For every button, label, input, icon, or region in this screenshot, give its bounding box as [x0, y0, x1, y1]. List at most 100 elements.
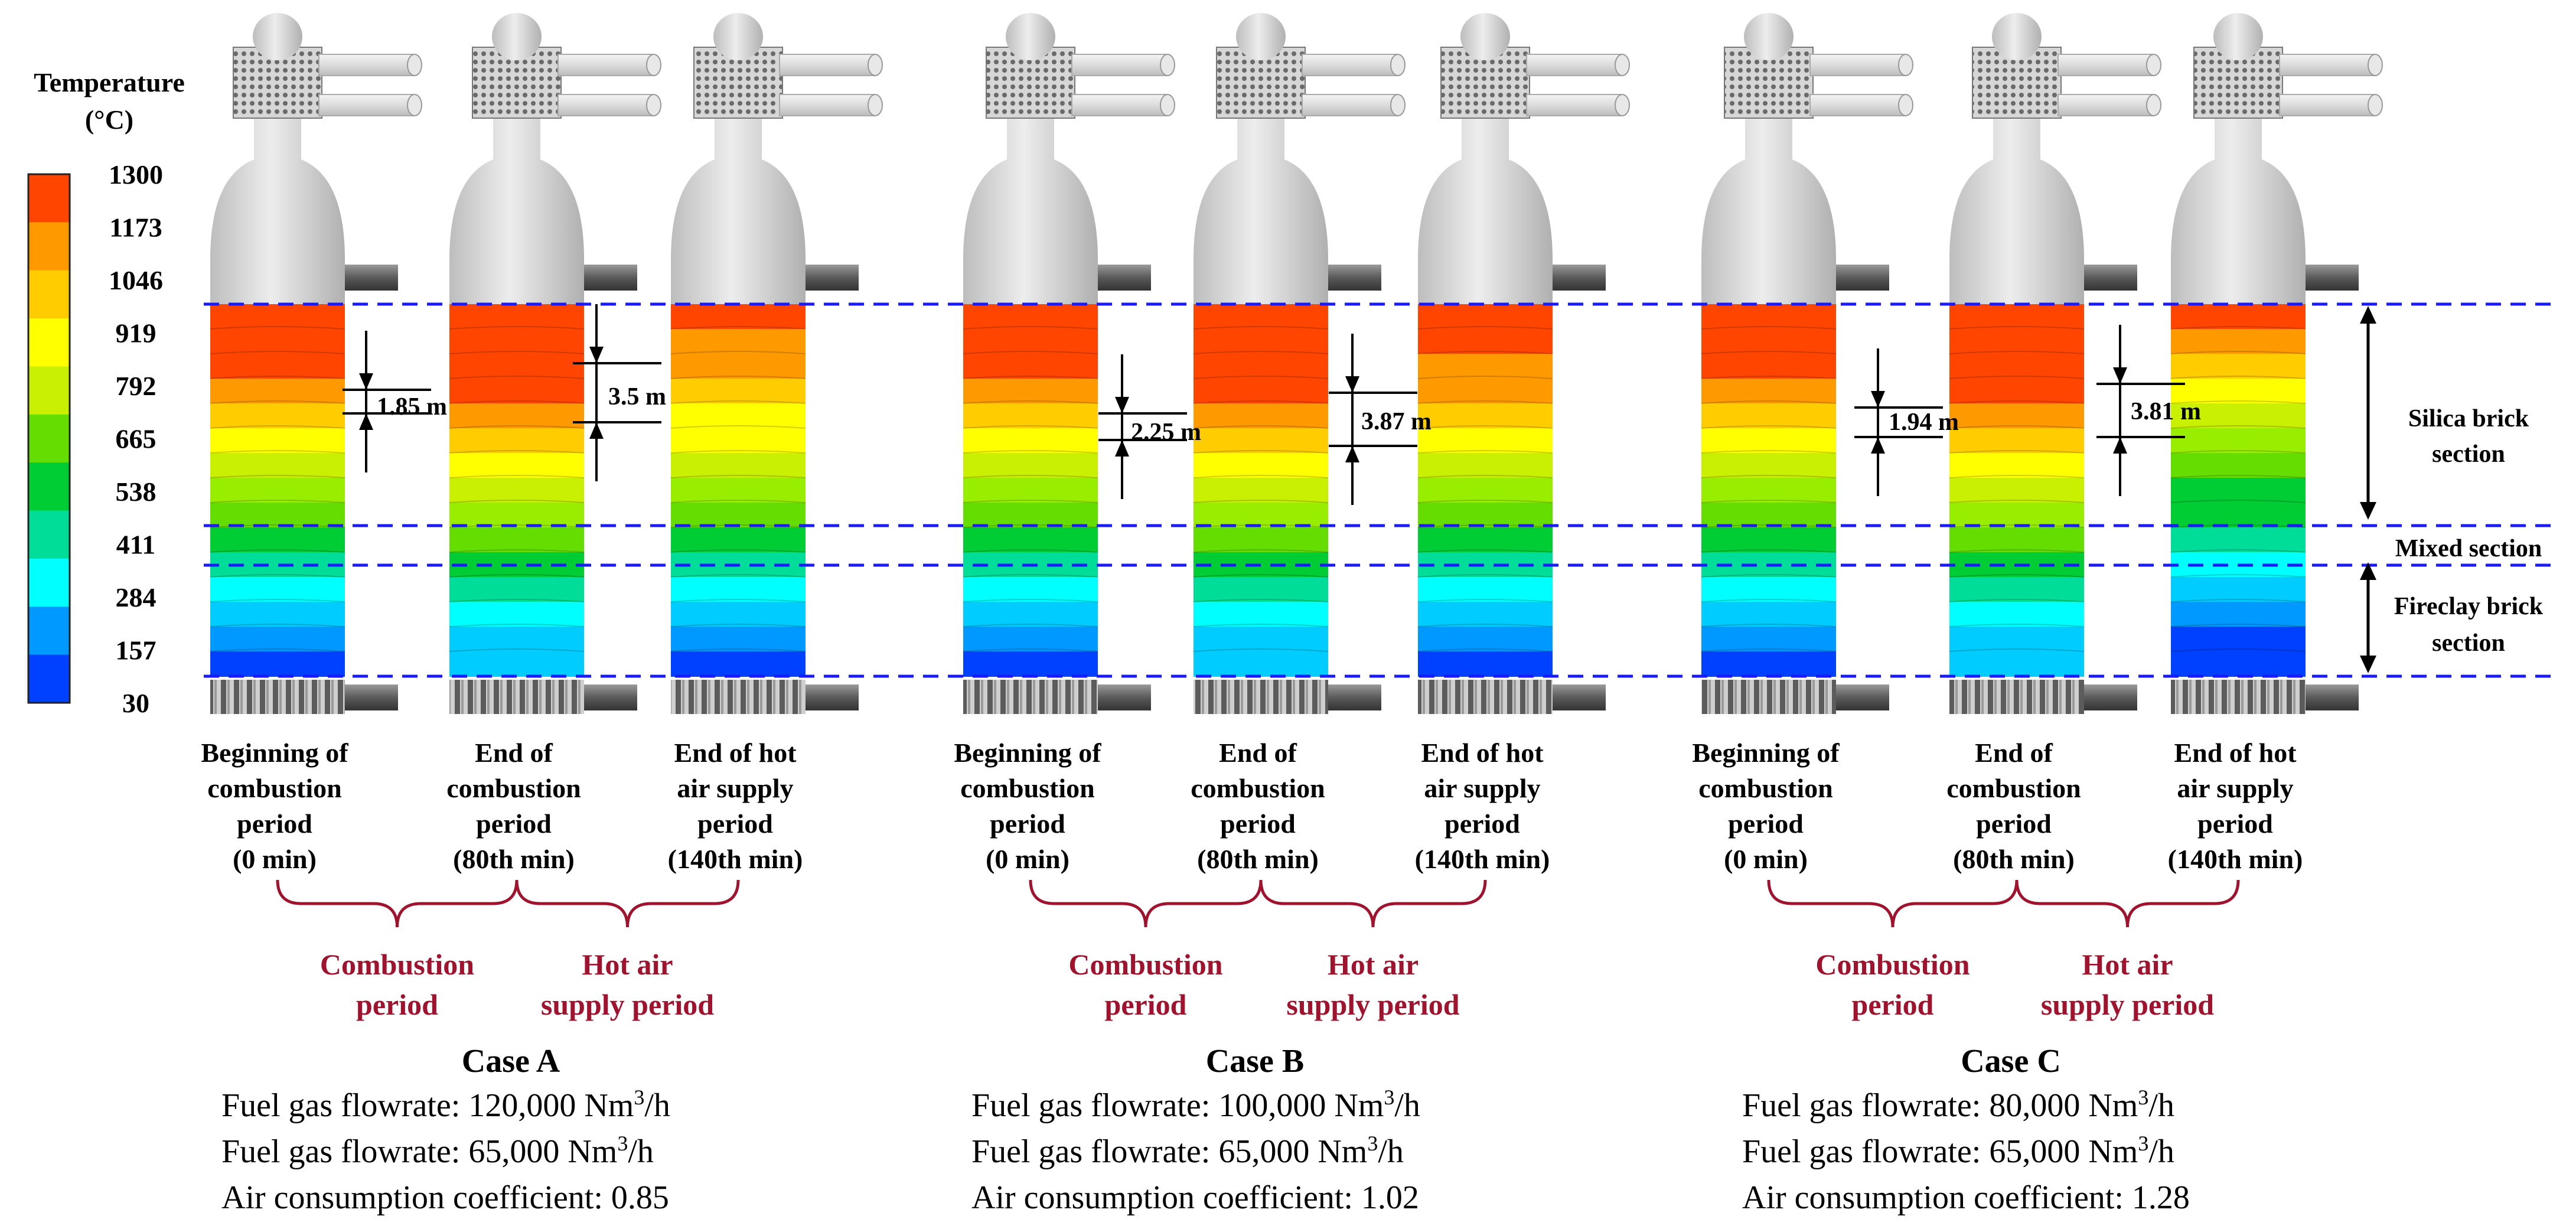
stove-7: [1701, 13, 1913, 714]
unit-sup: 3: [634, 1085, 644, 1109]
phase-label-line: supply period: [1286, 988, 1459, 1021]
temperature-band: [1949, 527, 2084, 553]
silica-arrow-head-top: [2360, 306, 2376, 324]
legend-swatch: [28, 510, 70, 559]
temperature-band: [1701, 627, 1836, 652]
temperature-band: [1701, 527, 1836, 553]
temperature-band: [210, 428, 345, 454]
band-contour: [1701, 425, 1837, 429]
band-contour: [1949, 400, 2085, 404]
temperature-band: [1194, 651, 1328, 677]
fuel-flowrate: Fuel gas flowrate: 120,000 Nm3/h: [221, 1085, 670, 1124]
temperature-band: [1194, 428, 1328, 454]
temperature-band: [963, 577, 1098, 602]
brace: [2015, 879, 2240, 928]
temperature-band: [2171, 651, 2306, 677]
temperature-band: [2171, 503, 2306, 528]
temperature-band: [671, 453, 806, 478]
temperature-band: [2171, 577, 2306, 602]
temperature-band: [449, 577, 584, 602]
temperature-band: [671, 379, 806, 404]
band-contour: [210, 648, 345, 652]
band-contour: [1417, 624, 1553, 627]
band-contour: [1701, 376, 1837, 379]
air-pipe-end: [1160, 94, 1175, 116]
phase-label-line: Combustion: [1068, 948, 1222, 981]
temperature-band: [1418, 651, 1553, 677]
temperature-band: [449, 602, 584, 627]
temperature-band: [1701, 304, 1836, 330]
legend-tick-label: 284: [116, 582, 156, 612]
stove-label-line: (0 min): [233, 844, 317, 874]
band-contour: [210, 326, 345, 330]
legend-swatch: [28, 558, 70, 608]
flue-outlet: [584, 684, 637, 710]
measurement-label: 2.25 m: [1131, 419, 1201, 446]
air-flowrate: Fuel gas flowrate: 65,000 Nm3/h: [221, 1132, 654, 1170]
band-contour: [449, 648, 585, 652]
stove-label-line: combustion: [960, 773, 1094, 803]
hot-blast-outlet: [1328, 265, 1381, 291]
air-pipe: [2279, 94, 2375, 116]
temperature-band: [210, 379, 345, 404]
stove-dome: [1418, 118, 1553, 304]
band-contour: [210, 425, 345, 429]
temperature-band: [1701, 577, 1836, 602]
air-pipe-end: [646, 94, 661, 116]
temperature-band: [1701, 428, 1836, 454]
air-flowrate-text: Fuel gas flowrate: 65,000 Nm: [971, 1133, 1367, 1170]
legend-tick-label: 157: [116, 635, 156, 666]
temperature-band: [1701, 354, 1836, 379]
air-pipe-end: [1898, 94, 1913, 116]
band-contour: [1949, 351, 2085, 354]
stove-label-line: (0 min): [1724, 844, 1808, 874]
case-title: Case A: [462, 1043, 560, 1080]
band-contour: [1949, 425, 2085, 429]
unit-sup: 3: [1384, 1085, 1394, 1109]
temperature-band: [1194, 527, 1328, 553]
unit-sup: 3: [2138, 1132, 2148, 1155]
measure-arrow-bottom: [359, 413, 373, 430]
gas-pipe: [557, 54, 653, 76]
air-pipe: [318, 94, 414, 116]
temperature-band: [963, 354, 1098, 379]
band-contour: [1193, 326, 1329, 330]
temperature-band: [671, 602, 806, 627]
measurement-label: 1.94 m: [1889, 409, 1959, 436]
band-contour: [1949, 549, 2085, 553]
stove-8: [1949, 13, 2161, 714]
brace: [1029, 879, 1263, 928]
stove-label-line: period: [1728, 809, 1804, 839]
temperature-band: [2171, 329, 2306, 354]
stove-grate: [210, 680, 345, 714]
stove-label-line: period: [1220, 809, 1296, 839]
band-contour: [449, 475, 585, 478]
band-contour: [2170, 351, 2306, 354]
stove-grate: [2171, 680, 2306, 714]
stove-dome: [1701, 118, 1836, 304]
stove-label-line: End of: [1219, 738, 1297, 768]
temperature-band: [2171, 403, 2306, 429]
temperature-band: [1194, 403, 1328, 429]
gas-pipe: [1809, 54, 1905, 76]
band-contour: [210, 351, 345, 354]
band-contour: [1193, 351, 1329, 354]
legend-swatch: [28, 270, 70, 320]
hot-blast-outlet: [1553, 265, 1606, 291]
temperature-band: [1194, 478, 1328, 503]
stove-label-line: End of hot: [674, 738, 797, 768]
band-contour: [963, 500, 1098, 503]
temperature-band: [1418, 354, 1553, 379]
stove-label-line: combustion: [1191, 773, 1325, 803]
measure-arrow-top: [1115, 397, 1129, 413]
measurement: 1.85 m: [343, 331, 447, 472]
temperature-band: [2171, 428, 2306, 454]
band-contour: [2170, 549, 2306, 553]
stove-5: [1193, 13, 1406, 714]
